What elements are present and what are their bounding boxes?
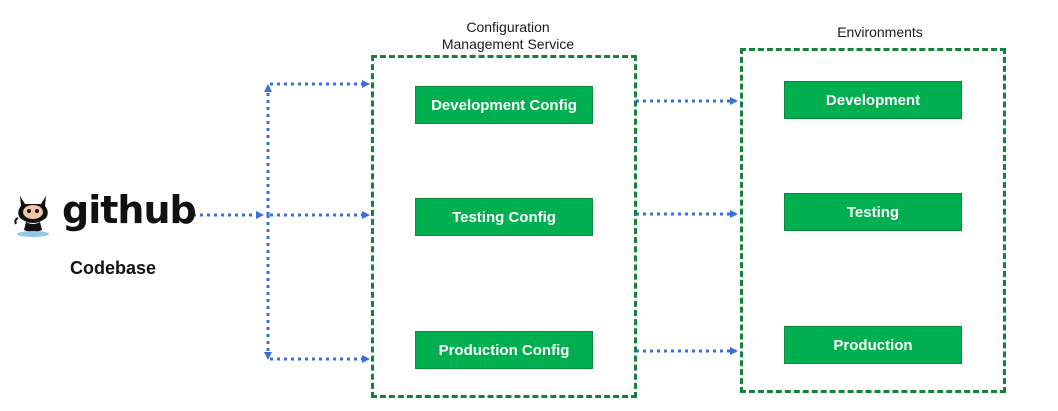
env-group-box xyxy=(740,48,1006,393)
dev-env-node: Development xyxy=(784,81,962,119)
github-wordmark: github xyxy=(62,188,197,232)
dev-config-node: Development Config xyxy=(415,86,593,124)
prod-config-node: Production Config xyxy=(415,331,593,369)
env-group-title: Environments xyxy=(837,24,923,40)
config-group-title: Configuration Management Service xyxy=(441,19,575,52)
config-group-box xyxy=(371,55,637,398)
codebase-label: Codebase xyxy=(69,258,157,278)
test-config-node: Testing Config xyxy=(415,198,593,236)
test-env-node: Testing xyxy=(784,193,962,231)
octocat-icon xyxy=(14,196,49,237)
prod-env-node: Production xyxy=(784,326,962,364)
